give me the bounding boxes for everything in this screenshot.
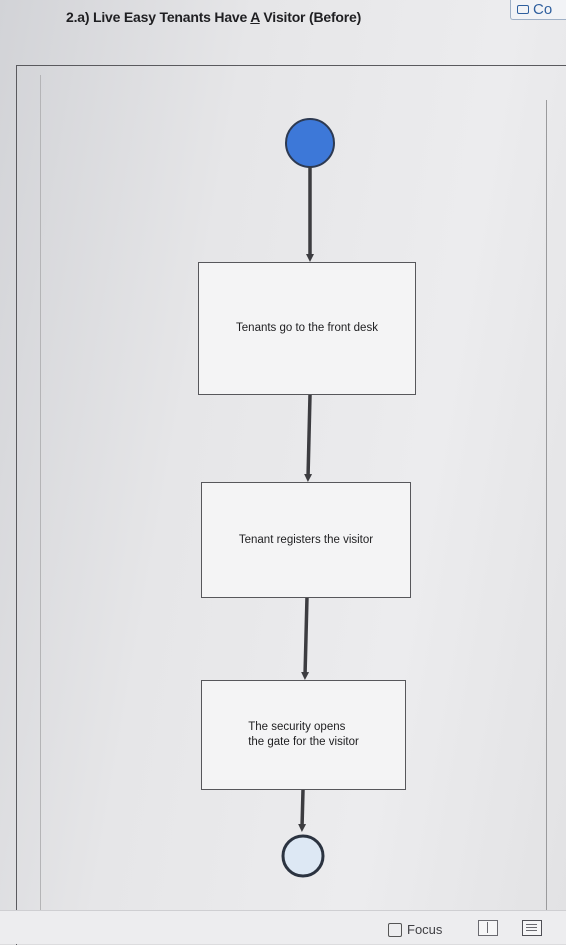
- print-layout-icon[interactable]: [522, 920, 542, 936]
- activity-go-to-front-desk: Tenants go to the front desk: [198, 262, 416, 395]
- flow-arrow-3: [301, 596, 310, 680]
- heading-prefix: 2.a) Live Easy Tenants Have: [66, 9, 251, 25]
- focus-icon: [388, 922, 402, 937]
- activity-register-visitor: Tenant registers the visitor: [201, 482, 411, 598]
- heading-underlined: A: [250, 9, 260, 25]
- comment-icon: [517, 5, 529, 14]
- focus-mode-button[interactable]: Focus: [388, 922, 442, 937]
- flow-arrow-4: [298, 789, 307, 832]
- diagram-frame: [16, 65, 566, 945]
- read-mode-icon[interactable]: [478, 920, 498, 936]
- initial-node: [285, 118, 335, 168]
- activity-security-opens-gate: The security opens the gate for the visi…: [201, 680, 406, 790]
- activity-text: Tenant registers the visitor: [238, 533, 374, 546]
- status-bar: [0, 910, 566, 944]
- activity-text: The security opens the gate for the visi…: [248, 721, 359, 748]
- activity-text: Tenants go to the front desk: [236, 322, 378, 334]
- page-margin-line: [40, 75, 41, 910]
- flow-arrow-2: [304, 394, 313, 482]
- comments-button[interactable]: Co: [510, 0, 566, 20]
- focus-label: Focus: [407, 922, 443, 937]
- diagram-heading: 2.a) Live Easy Tenants Have A Visitor (B…: [66, 9, 361, 25]
- comments-label: Co: [533, 1, 553, 18]
- diagram-frame-right-edge: [546, 100, 547, 930]
- heading-suffix: Visitor (Before): [259, 9, 362, 25]
- final-node: [281, 834, 325, 878]
